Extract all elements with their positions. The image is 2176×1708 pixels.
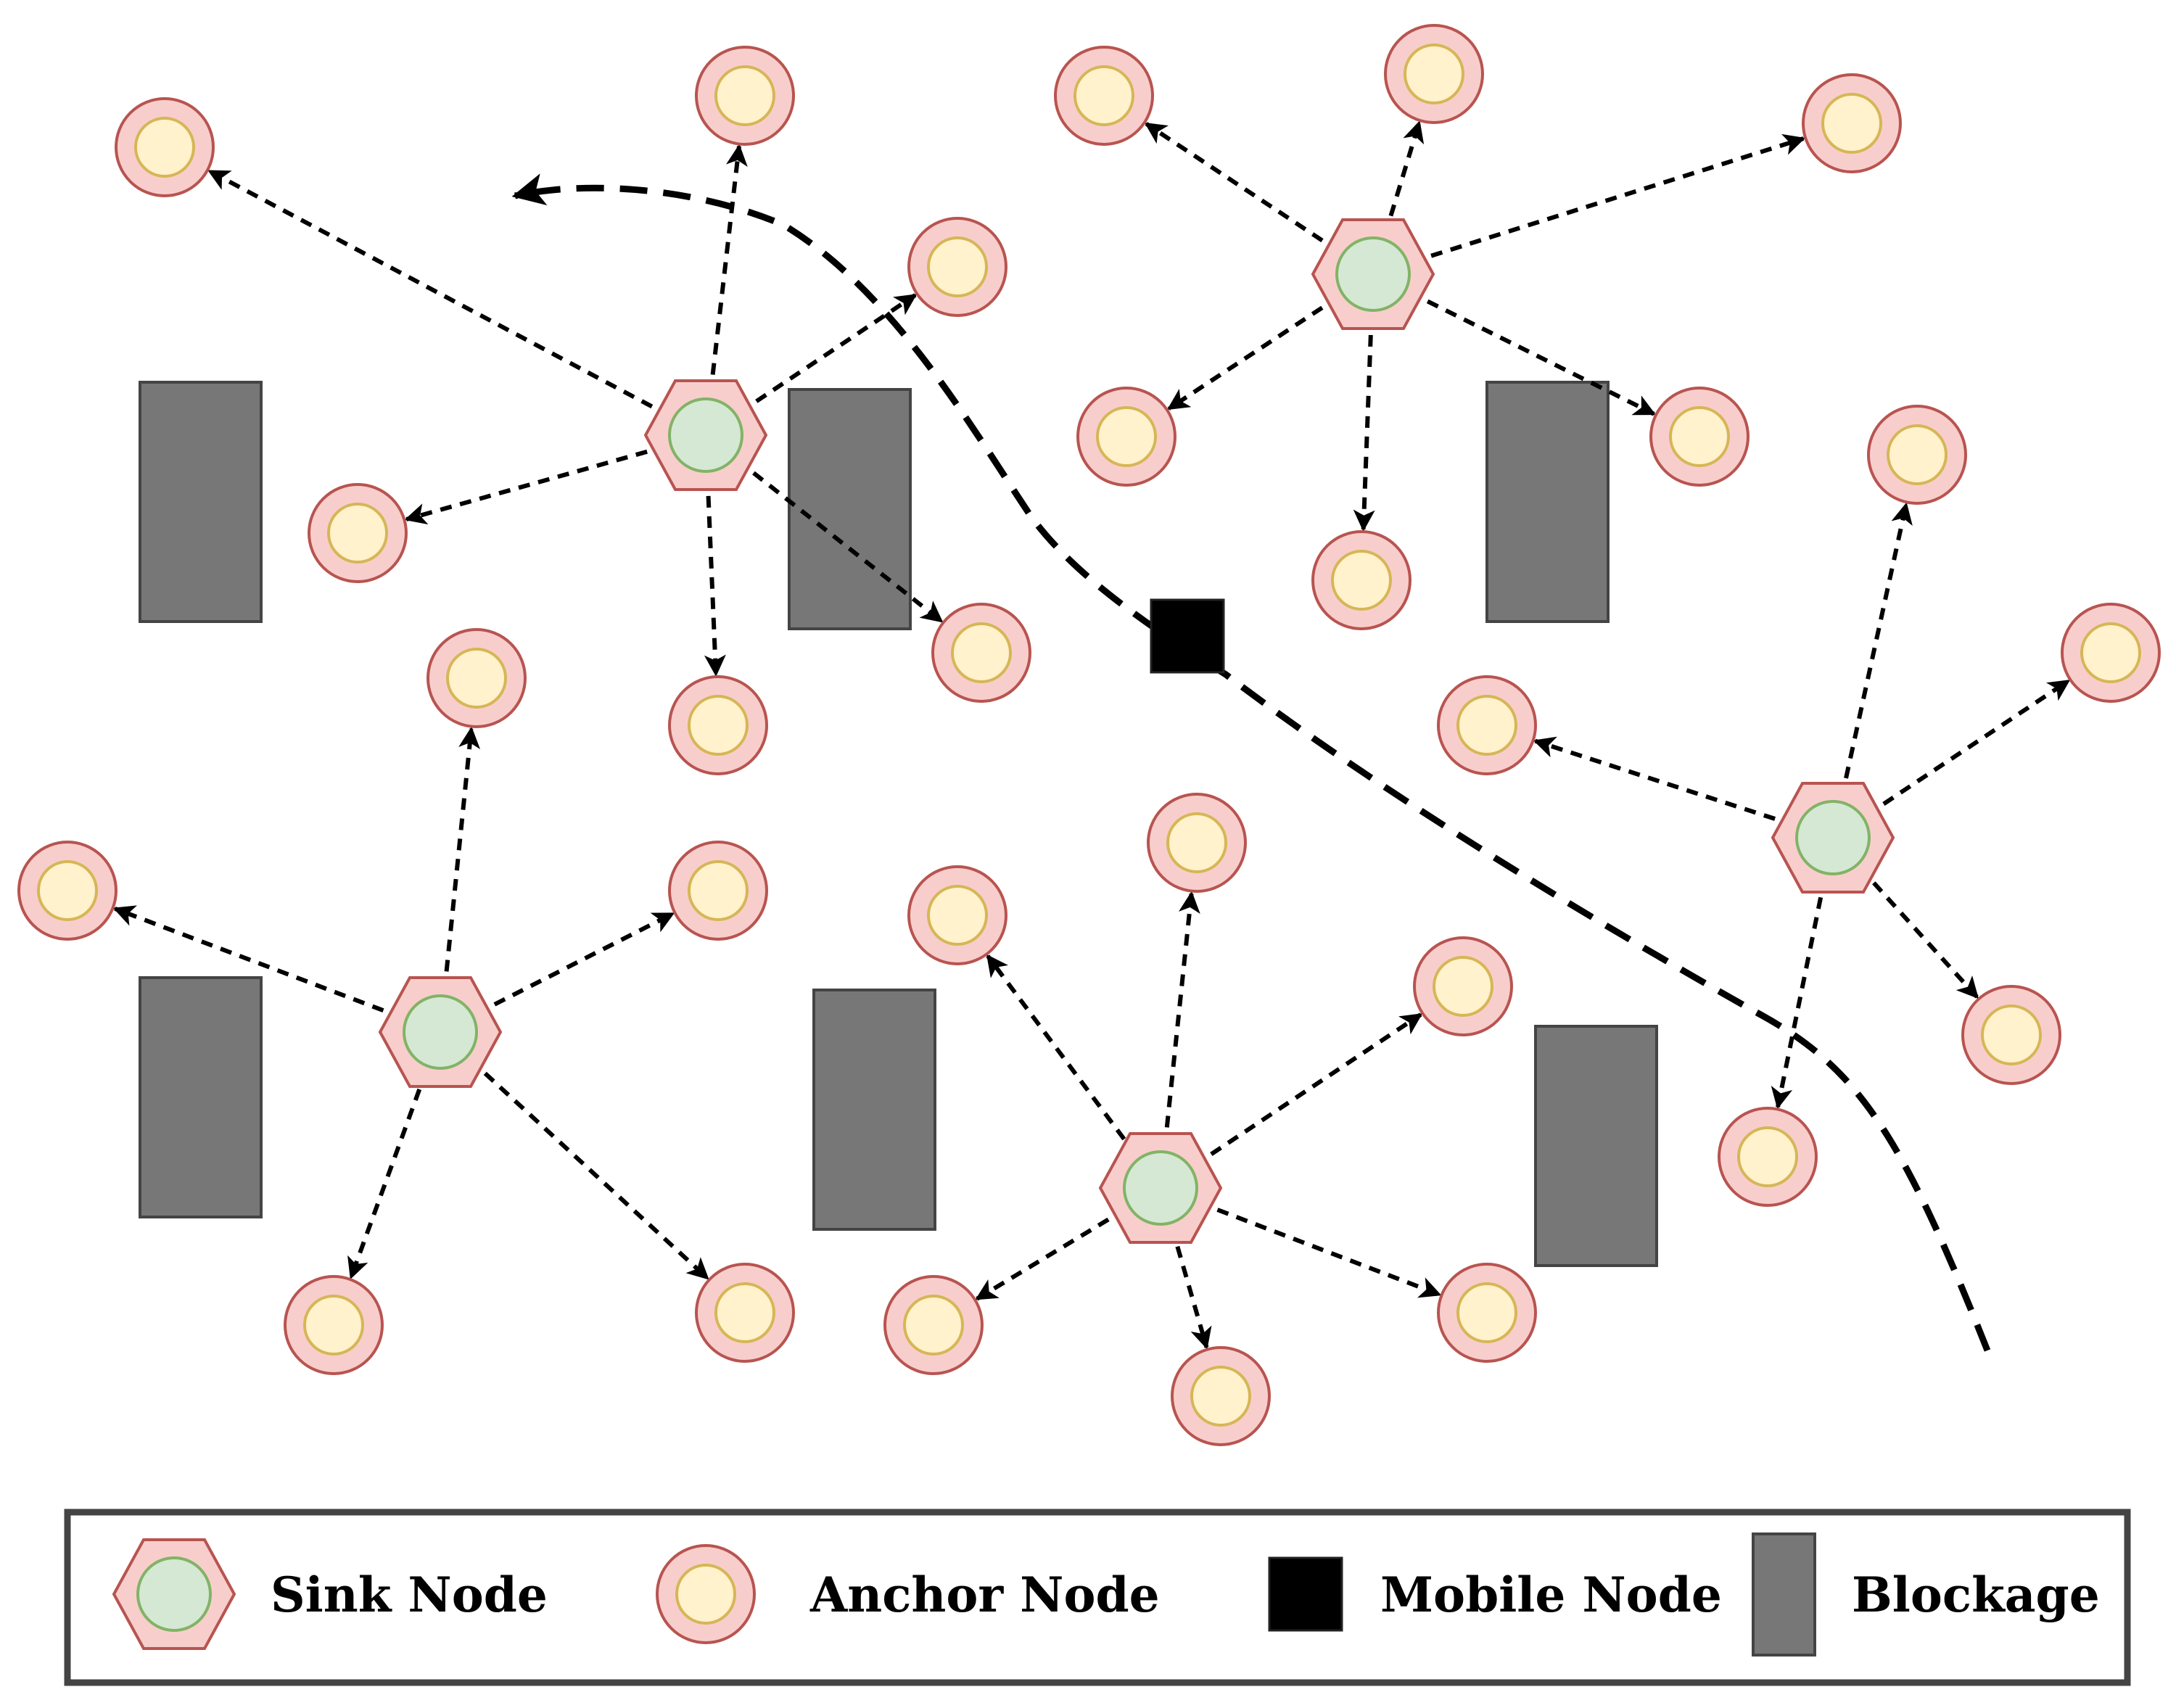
anchor-node [668,841,768,941]
anchor-node [883,1275,984,1375]
anchor-node [1718,1107,1818,1207]
connection-arrow [1831,836,1979,999]
anchor-node [668,675,768,775]
anchor-node [1867,405,1967,505]
anchor-node [1649,387,1750,487]
blockage [1485,381,1610,623]
blockages [139,381,1658,1267]
legend-anchor-icon [656,1544,756,1644]
anchor-node [1311,530,1411,630]
connection-arrow [1372,133,1806,276]
anchor-node [907,217,1007,317]
connection-arrow [207,169,707,437]
blockage [812,989,936,1231]
blockage [139,381,263,623]
sink-node [1311,218,1435,330]
sink-node [378,976,503,1088]
anchor-node [2061,603,2161,703]
anchor-node [1961,985,2061,1085]
legend-sink-icon [112,1538,236,1650]
mobile-node [1150,598,1225,674]
anchor-node [1147,793,1247,893]
anchor-node [426,628,527,728]
sink-node [1098,1132,1223,1244]
anchor-node [1384,24,1484,124]
anchor-node [1437,675,1537,775]
anchor-node [1171,1346,1271,1446]
sink-nodes [378,218,1895,1244]
legend: Sink Node Anchor Node Mobile Node Blocka… [64,1509,2131,1686]
anchor-node [907,865,1007,965]
anchor-node [931,603,1031,703]
anchor-node [284,1275,384,1375]
connection-arrow [975,1186,1162,1301]
anchor-node [308,483,408,583]
anchor-node [1437,1263,1537,1363]
anchor-node [17,841,118,941]
connection-arrow [112,905,442,1034]
anchor-node [1054,46,1154,146]
blockage [139,976,263,1218]
sink-node [643,379,768,491]
anchor-node [1076,387,1176,487]
blockage [1534,1025,1658,1267]
legend-sink-label: Sink Node [271,1567,548,1623]
connection-arrow [1831,502,1913,838]
legend-anchor-label: Anchor Node [809,1567,1160,1623]
legend-mobile-label: Mobile Node [1380,1567,1722,1623]
legend-mobile-icon [1268,1556,1343,1632]
anchor-node [695,1263,795,1363]
blockage [788,388,912,630]
anchor-node [695,46,795,146]
sink-node [1771,782,1895,894]
legend-blockage-icon [1752,1532,1816,1657]
anchor-node [1413,936,1513,1036]
anchor-nodes [17,24,2161,1446]
legend-blockage-label: Blockage [1852,1567,2100,1623]
anchor-node [1802,73,1902,173]
anchor-node [115,97,215,197]
